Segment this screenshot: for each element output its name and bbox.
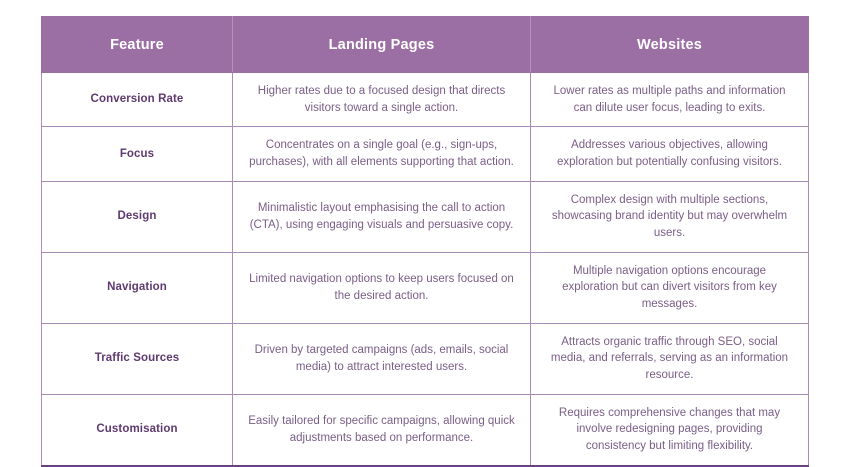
feature-label: Conversion Rate [41, 71, 233, 128]
table-row: Focus Concentrates on a single goal (e.g… [41, 126, 809, 182]
comparison-table: Feature Landing Pages Websites Conversio… [41, 16, 809, 467]
websites-description: Requires comprehensive changes that may … [530, 393, 809, 467]
websites-description: Lower rates as multiple paths and inform… [530, 71, 809, 128]
landing-pages-description: Easily tailored for specific campaigns, … [232, 393, 531, 467]
table-body: Conversion Rate Higher rates due to a fo… [41, 71, 809, 467]
feature-label: Navigation [41, 251, 233, 324]
landing-pages-description: Higher rates due to a focused design tha… [232, 71, 531, 128]
table-row: Traffic Sources Driven by targeted campa… [41, 322, 809, 395]
feature-label: Design [41, 180, 233, 253]
table-row: Navigation Limited navigation options to… [41, 251, 809, 324]
table-row: Design Minimalistic layout emphasising t… [41, 180, 809, 253]
websites-description: Addresses various objectives, allowing e… [530, 126, 809, 182]
column-header-feature: Feature [41, 16, 233, 73]
table-row: Customisation Easily tailored for specif… [41, 393, 809, 467]
websites-description: Attracts organic traffic through SEO, so… [530, 322, 809, 395]
comparison-table-wrapper: Feature Landing Pages Websites Conversio… [41, 16, 809, 467]
websites-description: Complex design with multiple sections, s… [530, 180, 809, 253]
column-header-websites: Websites [530, 16, 809, 73]
landing-pages-description: Minimalistic layout emphasising the call… [232, 180, 531, 253]
websites-description: Multiple navigation options encourage ex… [530, 251, 809, 324]
column-header-landing-pages: Landing Pages [232, 16, 531, 73]
feature-label: Traffic Sources [41, 322, 233, 395]
landing-pages-description: Concentrates on a single goal (e.g., sig… [232, 126, 531, 182]
feature-label: Focus [41, 126, 233, 182]
feature-label: Customisation [41, 393, 233, 467]
landing-pages-description: Driven by targeted campaigns (ads, email… [232, 322, 531, 395]
table-header: Feature Landing Pages Websites [41, 16, 809, 73]
table-row: Conversion Rate Higher rates due to a fo… [41, 71, 809, 128]
landing-pages-description: Limited navigation options to keep users… [232, 251, 531, 324]
table-header-row: Feature Landing Pages Websites [41, 16, 809, 73]
